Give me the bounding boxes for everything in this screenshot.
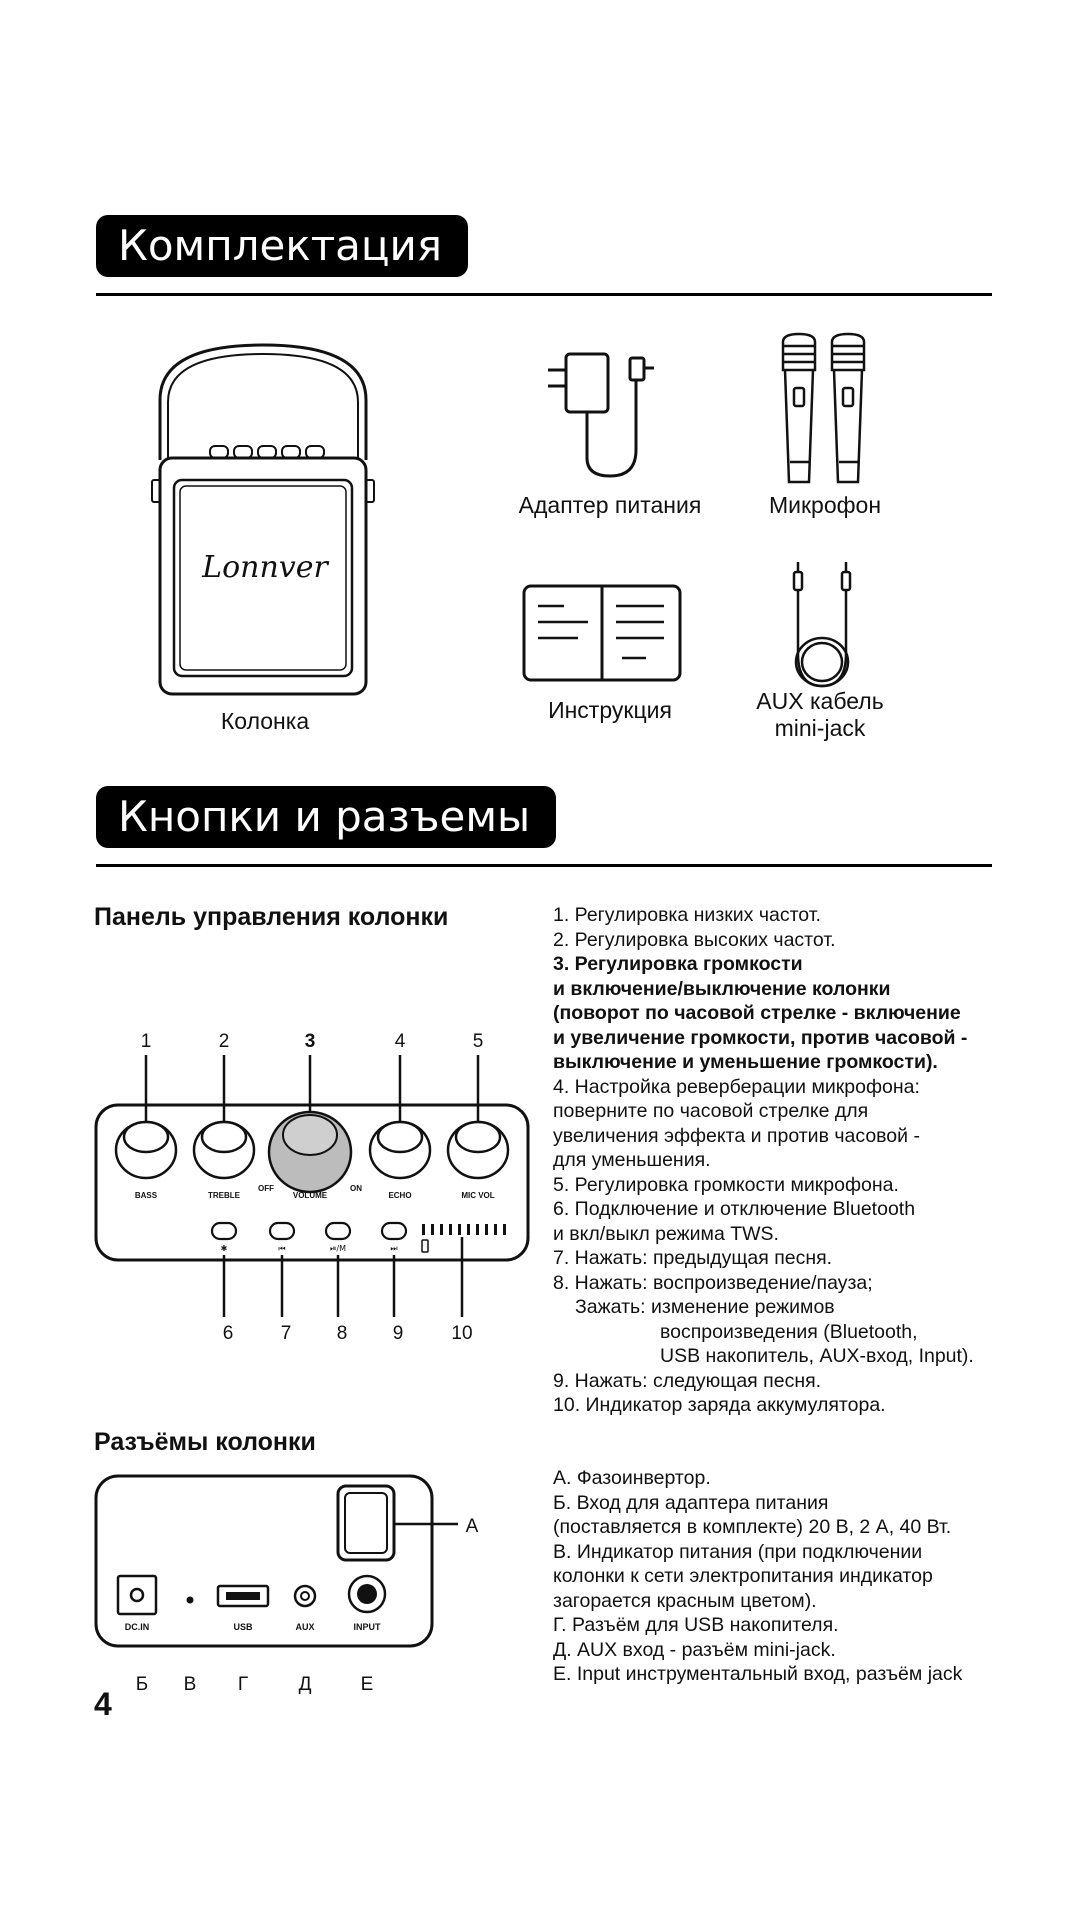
list-item: для уменьшения. [553,1149,711,1171]
list-item: 8. Нажать: воспроизведение/пауза; [553,1271,873,1294]
next-icon: ⏭ [390,1244,397,1253]
section-title-kit: Комплектация [96,215,469,277]
port-label: USB [233,1622,253,1632]
section-title-buttons: Кнопки и разъемы [96,786,557,848]
caption-aux-line1: AUX кабель [756,688,884,714]
list-item: (поворот по часовой стрелке - включение [553,1002,961,1024]
knob-label: BASS [135,1191,158,1200]
knob-label: TREBLE [208,1191,241,1200]
list-item: 5. Регулировка громкости микрофона. [553,1173,899,1196]
knob-label: MIC VOL [461,1191,494,1200]
caption-aux-cable: AUX кабель mini-jack [735,688,905,742]
list-item: колонки к сети электропитания индикатор [553,1565,933,1587]
list-item: (поставляется в комплекте) 20 В, 2 А, 40… [553,1516,952,1538]
list-item: 1. Регулировка низких частот. [553,904,821,926]
knob-number: 5 [473,1031,484,1052]
list-item: и включение/выключение колонки [553,977,891,1000]
list-item: USB накопитель, AUX-вход, Input). [660,1345,974,1367]
list-item: Зажать: изменение режимов [575,1296,835,1318]
manual-icon [522,584,682,682]
microphone-icon [781,332,866,484]
brand-logo: Lonnver [202,550,328,585]
list-item: воспроизведения (Bluetooth, [660,1320,918,1343]
list-item: 6. Подключение и отключение Bluetooth [553,1198,916,1220]
divider [96,293,992,296]
port-letter: Д [299,1674,312,1695]
caption-speaker: Колонка [220,708,310,734]
list-item: Г. Разъём для USB накопителя. [553,1614,839,1636]
list-item: Е. Input инструментальный вход, разъём j… [553,1663,963,1685]
off-label: OFF [258,1184,274,1193]
button-number: 10 [451,1323,472,1344]
button-number: 6 [223,1323,234,1344]
caption-mic: Микрофон [768,492,882,518]
knob-number: 2 [219,1031,230,1052]
knob-label: VOLUME [293,1191,328,1200]
ports-diagram: А DC.IN USB AUX INPUT Б В Г Д Е [94,1474,479,1695]
list-item: 9. Нажать: следующая песня. [553,1369,822,1392]
bluetooth-icon: ✱ [221,1244,228,1253]
port-letter: В [184,1674,197,1695]
divider [96,864,992,867]
list-item: 10. Индикатор заряда аккумулятора. [553,1394,886,1416]
list-item: А. Фазоинвертор. [553,1467,711,1489]
ports-description-list: А. Фазоинвертор. Б. Вход для адаптера пи… [553,1466,962,1687]
list-item: и увеличение громкости, против часовой - [553,1026,968,1049]
page-number: 4 [94,1686,112,1722]
port-label: INPUT [354,1622,382,1632]
control-panel-diagram: 1 2 3 4 5 BASS TREBLE VOLUME ECHO MIC VO… [94,1031,530,1344]
port-label: AUX [295,1622,314,1632]
button-number: 9 [393,1323,404,1344]
list-item: Д. AUX вход - разъём mini-jack. [553,1638,836,1661]
port-letter: Г [238,1674,248,1695]
caption-adapter: Адаптер питания [518,492,702,518]
button-number: 8 [337,1323,348,1344]
list-item: 3. Регулировка громкости [553,953,803,975]
list-item: и вкл/выкл режима TWS. [553,1222,779,1245]
ports-subtitle: Разъёмы колонки [94,1428,316,1456]
button-number: 7 [281,1323,292,1344]
knob-label: ECHO [388,1191,411,1200]
on-label: ON [350,1184,362,1193]
list-item: выключение и уменьшение громкости). [553,1051,938,1073]
list-item: загорается красным цветом). [553,1589,817,1612]
list-item: В. Индикатор питания (при подключении [553,1540,923,1563]
knob-number: 1 [141,1031,152,1052]
list-item: 2. Регулировка высоких частот. [553,928,836,951]
list-item: Б. Вход для адаптера питания [553,1491,829,1514]
list-item: 7. Нажать: предыдущая песня. [553,1247,833,1269]
caption-manual: Инструкция [548,697,672,723]
speaker-illustration [151,343,375,696]
panel-subtitle: Панель управления колонки [94,903,449,931]
port-letter: Б [136,1674,148,1695]
list-item: 4. Настройка реверберации микрофона: [553,1075,920,1098]
port-label: DC.IN [125,1622,150,1632]
power-adapter-icon [548,352,654,478]
list-item: увеличения эффекта и против часовой - [553,1124,920,1147]
knob-number: 4 [395,1031,406,1052]
previous-icon: ⏮ [278,1244,285,1253]
aux-cable-icon [792,562,852,688]
panel-description-list: 1. Регулировка низких частот. 2. Регулир… [553,903,974,1418]
caption-aux-line2: mini-jack [774,715,866,741]
knob-number: 3 [305,1031,316,1052]
list-item: поверните по часовой стрелке для [553,1100,869,1122]
port-letter: Е [361,1674,374,1695]
play-pause-mode-icon: ⏯/M [330,1244,346,1253]
letter-a: А [466,1516,479,1537]
